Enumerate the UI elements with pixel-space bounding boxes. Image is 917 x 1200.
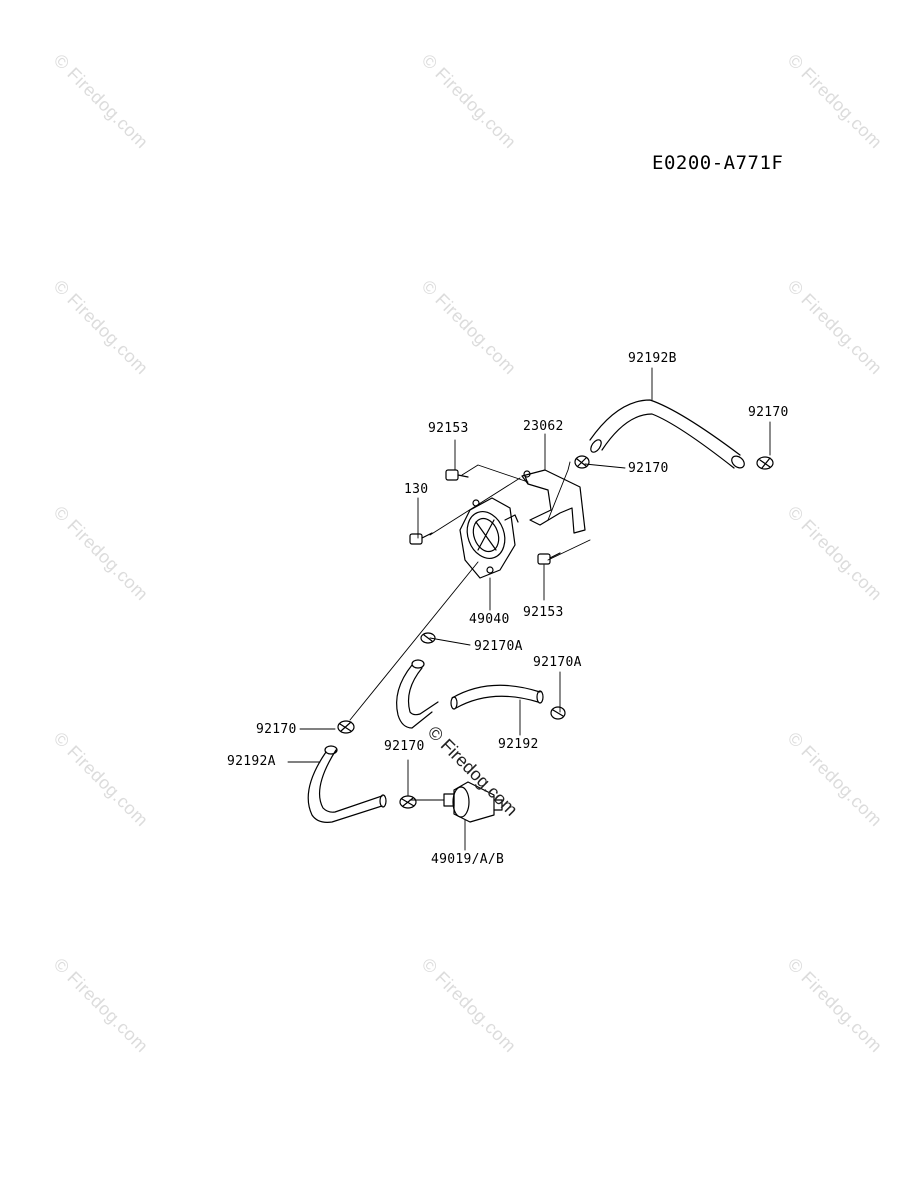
clamp-icon	[337, 720, 355, 734]
part-label: 130	[404, 482, 429, 497]
part-label: 92192	[498, 737, 539, 752]
part-label: 92170	[256, 722, 297, 737]
clamp-icon	[550, 706, 566, 720]
part-label: 92153	[428, 421, 469, 436]
part-label: 92170	[384, 739, 425, 754]
bolt-icon	[409, 532, 433, 545]
fuel-filter-49019	[443, 781, 503, 823]
clamp-icon	[420, 632, 436, 644]
hose-92192a	[307, 745, 387, 823]
part-label: 92170	[628, 461, 669, 476]
part-label: 92170	[748, 405, 789, 420]
bolt-icon	[537, 552, 561, 565]
hose-92192	[396, 659, 439, 729]
bracket-23062	[521, 469, 586, 534]
part-label: 49019/A/B	[431, 852, 505, 867]
part-label: 92170A	[474, 639, 523, 654]
part-label: 92192A	[227, 754, 276, 769]
hose-92192-right	[450, 684, 544, 710]
clamp-icon	[399, 795, 417, 809]
part-label: 23062	[523, 419, 564, 434]
bolt-icon	[445, 469, 469, 481]
clamp-icon	[574, 455, 590, 469]
part-label: 92153	[523, 605, 564, 620]
part-label: 92170A	[533, 655, 582, 670]
clamp-icon	[756, 456, 774, 470]
leader-lines	[287, 367, 771, 851]
part-label: 92192B	[628, 351, 677, 366]
diagram-code: E0200-A771F	[652, 152, 784, 174]
hose-92192b	[589, 399, 745, 469]
part-label: 49040	[469, 612, 510, 627]
